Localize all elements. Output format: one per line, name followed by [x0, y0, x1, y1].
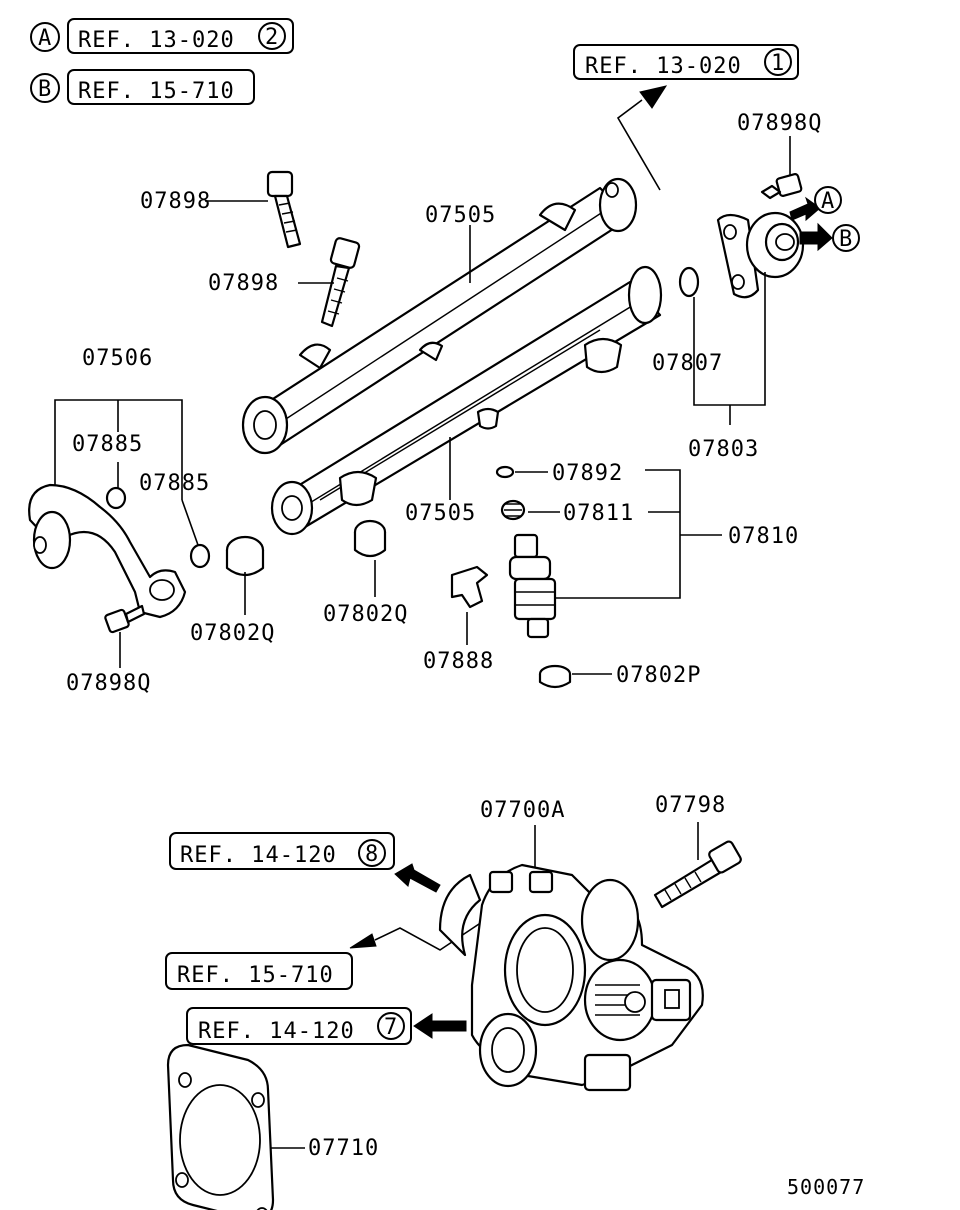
bolt-07898q-upper[interactable] — [760, 173, 803, 200]
label-07710: 07710 — [308, 1136, 379, 1161]
ref-top-box[interactable]: REF. 13-020 1 — [573, 44, 799, 80]
label-07506: 07506 — [82, 346, 153, 371]
marker-b-arrow[interactable]: B — [799, 222, 860, 252]
ref-throttle-1-arrow — [394, 863, 441, 893]
ref-throttle-2-label: REF. 15-710 — [177, 963, 334, 988]
label-07807: 07807 — [652, 351, 723, 376]
bolt-07898q-lower[interactable] — [104, 604, 146, 634]
throttle-body-07700a[interactable] — [438, 863, 704, 1092]
label-07802q-2: 07802Q — [323, 602, 408, 627]
o-ring-07885-2[interactable] — [189, 543, 211, 569]
label-07803: 07803 — [688, 437, 759, 462]
gasket-07710[interactable] — [166, 1043, 275, 1210]
label-07505-lower: 07505 — [405, 501, 476, 526]
label-07898q-lower: 07898Q — [66, 671, 151, 696]
marker-a-regulator: A — [821, 189, 835, 214]
label-07898q-upper: 07898Q — [737, 111, 822, 136]
label-07505-upper: 07505 — [425, 203, 496, 228]
ref-throttle-2-leader — [374, 917, 489, 951]
fuel-pipe-07506[interactable] — [28, 483, 187, 619]
ref-throttle-3-label: REF. 14-120 — [198, 1019, 355, 1044]
o-ring-07807[interactable] — [678, 266, 700, 298]
ref-top-leader — [616, 99, 661, 191]
filter-07811[interactable] — [500, 499, 526, 521]
insulator-07802q-2[interactable] — [353, 519, 387, 558]
o-ring-07885-1[interactable] — [105, 486, 127, 510]
label-07898-upper: 07898 — [140, 189, 211, 214]
label-07898-lower: 07898 — [208, 271, 279, 296]
legend-ref-a[interactable]: A REF. 13-020 2 — [30, 18, 294, 54]
label-07802q-1: 07802Q — [190, 621, 275, 646]
injector-07810[interactable] — [508, 533, 557, 639]
ref-b-label: REF. 15-710 — [78, 79, 235, 104]
ref-throttle-1-label: REF. 14-120 — [180, 843, 337, 868]
ref-top-label: REF. 13-020 — [585, 54, 742, 79]
marker-a-arrow[interactable]: A — [789, 186, 842, 222]
ref-throttle-1[interactable]: REF. 14-120 8 — [169, 832, 395, 870]
label-07802p: 07802P — [616, 663, 701, 688]
ref-top-arrow — [639, 85, 668, 109]
marker-b-regulator: B — [839, 227, 853, 252]
bolt-07898-lower[interactable] — [320, 237, 361, 328]
ref-a-label: REF. 13-020 — [78, 28, 235, 53]
label-07885-1: 07885 — [72, 432, 143, 457]
ref-a-number: 2 — [265, 25, 279, 50]
fuel-rail-lower[interactable] — [270, 265, 663, 536]
ref-throttle-1-number: 8 — [365, 842, 379, 867]
ref-throttle-3-arrow — [413, 1013, 467, 1039]
fuel-rail-upper[interactable] — [241, 177, 638, 455]
pressure-regulator-07803[interactable] — [716, 211, 805, 299]
ref-throttle-2-arrow — [349, 933, 377, 949]
marker-a-label: A — [38, 26, 52, 51]
marker-b-label: B — [38, 77, 52, 102]
clip-07888[interactable] — [450, 565, 489, 609]
label-07798: 07798 — [655, 793, 726, 818]
ref-top-number: 1 — [771, 51, 785, 76]
legend-ref-b[interactable]: B REF. 15-710 — [30, 69, 255, 105]
ref-throttle-3[interactable]: REF. 14-120 7 — [186, 1007, 412, 1045]
label-07892: 07892 — [552, 461, 623, 486]
diagram-id: 500077 — [787, 1175, 865, 1199]
insulator-07802p[interactable] — [538, 664, 572, 689]
bolt-07898-upper[interactable] — [266, 170, 302, 249]
label-07811: 07811 — [563, 501, 634, 526]
label-07700a: 07700A — [480, 798, 565, 823]
ref-throttle-2[interactable]: REF. 15-710 — [165, 952, 353, 990]
insulator-07802q-1[interactable] — [225, 535, 265, 577]
bolt-07798[interactable] — [653, 840, 742, 909]
ref-throttle-3-number: 7 — [384, 1015, 398, 1040]
label-07885-2: 07885 — [139, 471, 210, 496]
label-07810: 07810 — [728, 524, 799, 549]
o-ring-07892[interactable] — [495, 465, 515, 479]
label-07888: 07888 — [423, 649, 494, 674]
